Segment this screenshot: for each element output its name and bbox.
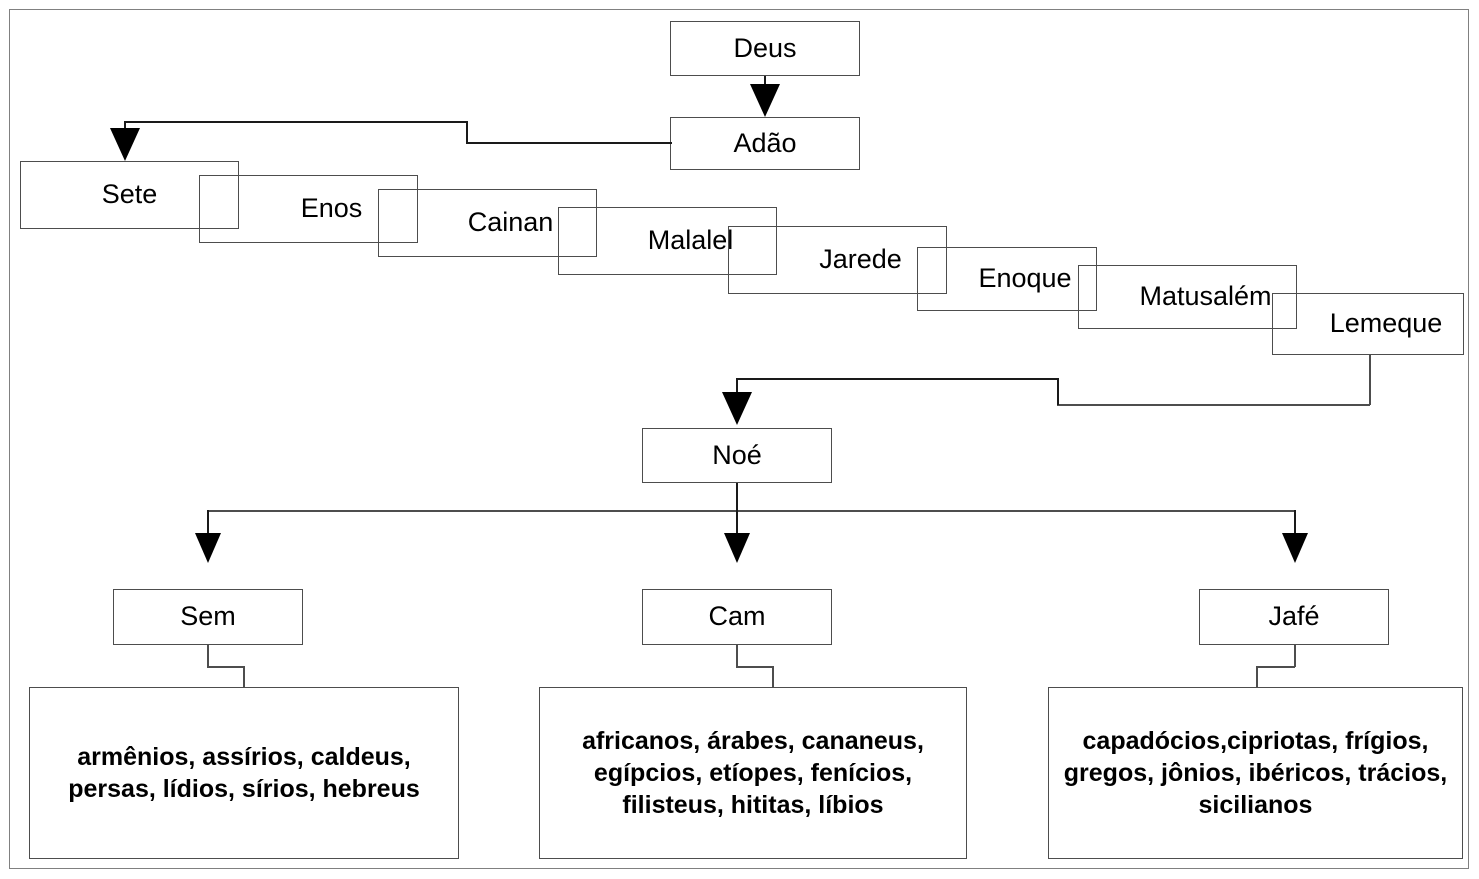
connector-lemeque-noe-seg5 [736, 378, 738, 400]
connector-noe-cam [736, 510, 738, 540]
connector-sem-list-seg1 [207, 645, 209, 667]
connector-sem-list-seg3 [243, 666, 245, 688]
node-sete-label: Sete [101, 179, 158, 210]
connector-sem-list-seg2 [207, 666, 245, 668]
node-jafe[interactable]: Jafé [1199, 589, 1389, 645]
node-lemeque[interactable]: Lemeque [1272, 293, 1464, 355]
connector-lemeque-noe-seg3 [1057, 378, 1059, 405]
connector-noe-split-stem [736, 483, 738, 511]
connector-lemeque-noe-seg1 [1369, 355, 1371, 405]
connector-jafe-list-seg1 [1294, 645, 1296, 667]
connector-adao-sete-seg1 [466, 142, 672, 144]
node-adao[interactable]: Adão [670, 117, 860, 170]
node-cam-label: Cam [708, 601, 766, 632]
arrow-noe-sem [195, 533, 221, 563]
connector-noe-sem [207, 510, 209, 540]
node-enos[interactable]: Enos [199, 175, 418, 243]
node-noe-label: Noé [712, 439, 762, 470]
descendants-jafe-text: capadócios,cipriotas, frígios, gregos, j… [1063, 727, 1448, 819]
connector-lemeque-noe-seg4 [736, 378, 1058, 380]
node-malalel-label: Malalel [647, 225, 734, 256]
node-matusalem[interactable]: Matusalém [1078, 265, 1297, 329]
diagram-frame [9, 9, 1469, 869]
node-noe[interactable]: Noé [642, 428, 832, 483]
descendants-cam-box[interactable]: africanos, árabes, cananeus, egípcios, e… [539, 687, 967, 859]
connector-cam-list-seg3 [772, 666, 774, 688]
node-matusalem-label: Matusalém [1139, 281, 1272, 312]
node-deus[interactable]: Deus [670, 21, 860, 76]
descendants-jafe-box[interactable]: capadócios,cipriotas, frígios, gregos, j… [1048, 687, 1463, 859]
descendants-sem-box[interactable]: armênios, assírios, caldeus, persas, líd… [29, 687, 459, 859]
node-jarede[interactable]: Jarede [728, 226, 947, 294]
connector-cam-list-seg1 [736, 645, 738, 667]
node-sem-label: Sem [180, 601, 236, 632]
node-sem[interactable]: Sem [113, 589, 303, 645]
node-jarede-label: Jarede [819, 244, 902, 275]
connector-jafe-list-seg3 [1256, 666, 1258, 688]
arrow-deus-adao [750, 84, 780, 117]
node-sete[interactable]: Sete [20, 161, 239, 229]
node-cam[interactable]: Cam [642, 589, 832, 645]
node-cainan[interactable]: Cainan [378, 189, 597, 257]
arrow-adao-sete [110, 128, 140, 161]
node-deus-label: Deus [733, 32, 797, 63]
arrow-noe-jafe [1282, 533, 1308, 563]
node-enoque[interactable]: Enoque [917, 247, 1097, 311]
connector-adao-sete-seg2 [466, 121, 468, 143]
node-enos-label: Enos [300, 193, 363, 224]
connector-noe-split-bar [207, 510, 1296, 512]
connector-jafe-list-seg2 [1256, 666, 1295, 668]
connector-cam-list-seg2 [736, 666, 774, 668]
node-jafe-label: Jafé [1268, 601, 1320, 632]
node-malalel[interactable]: Malalel [558, 207, 777, 275]
node-lemeque-label: Lemeque [1329, 308, 1443, 339]
node-enoque-label: Enoque [978, 263, 1072, 294]
node-cainan-label: Cainan [467, 207, 554, 238]
connector-lemeque-noe-seg2 [1057, 404, 1370, 406]
connector-noe-jafe [1294, 510, 1296, 540]
node-adao-label: Adão [733, 127, 797, 158]
descendants-cam-text: africanos, árabes, cananeus, egípcios, e… [582, 727, 924, 819]
arrow-noe-cam [724, 533, 750, 563]
arrow-lemeque-noe [722, 392, 752, 425]
descendants-sem-text: armênios, assírios, caldeus, persas, líd… [68, 743, 420, 803]
connector-adao-sete-seg3 [124, 121, 467, 123]
